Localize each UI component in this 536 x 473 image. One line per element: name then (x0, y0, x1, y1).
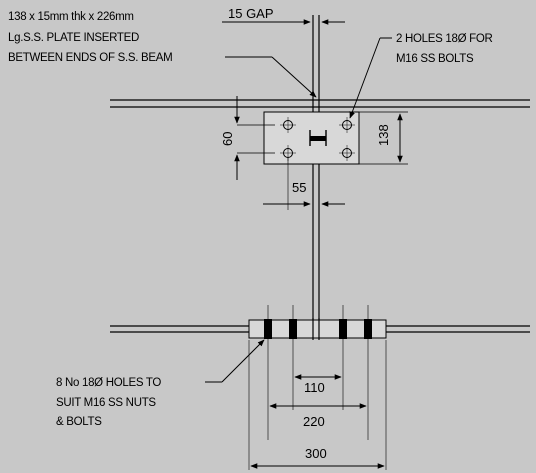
bottom-section-view: 110 220 300 (110, 305, 530, 470)
top-holes-note: 2 HOLES 18Ø FOR M16 SS BOLTS (396, 33, 493, 65)
svg-text:Lg.S.S. PLATE INSERTED: Lg.S.S. PLATE INSERTED (8, 32, 139, 44)
plate-width-dimension: 55 (292, 180, 306, 195)
svg-text:8 No 18Ø HOLES TO: 8 No 18Ø HOLES TO (56, 377, 161, 389)
middle-bolt-dimension: 220 (303, 414, 325, 429)
svg-text:2 HOLES 18Ø FOR: 2 HOLES 18Ø FOR (396, 33, 492, 45)
gap-dimension: 15 GAP (228, 6, 274, 21)
bolt-holes (280, 117, 355, 161)
plate-note: 138 x 15mm thk x 226mm Lg.S.S. PLATE INS… (8, 11, 173, 64)
svg-text:138 x 15mm thk x 226mm: 138 x 15mm thk x 226mm (8, 11, 134, 23)
svg-text:BETWEEN ENDS OF S.S. BEAM: BETWEEN ENDS OF S.S. BEAM (8, 52, 172, 64)
svg-text:M16 SS BOLTS: M16 SS BOLTS (396, 53, 474, 65)
top-plan-view: 15 GAP 60 138 55 (110, 6, 530, 330)
svg-text:& BOLTS: & BOLTS (56, 416, 102, 428)
plate-height-dimension: 138 (376, 124, 391, 146)
inner-bolt-dimension-text: 110 (304, 380, 325, 395)
outer-plate-dimension: 300 (305, 446, 327, 461)
bottom-splice-plate (248, 319, 387, 339)
bottom-holes-note: 8 No 18Ø HOLES TO SUIT M16 SS NUTS & BOL… (56, 377, 162, 428)
svg-text:SUIT M16 SS NUTS: SUIT M16 SS NUTS (56, 397, 156, 409)
hole-spacing-dimension: 60 (220, 132, 235, 146)
